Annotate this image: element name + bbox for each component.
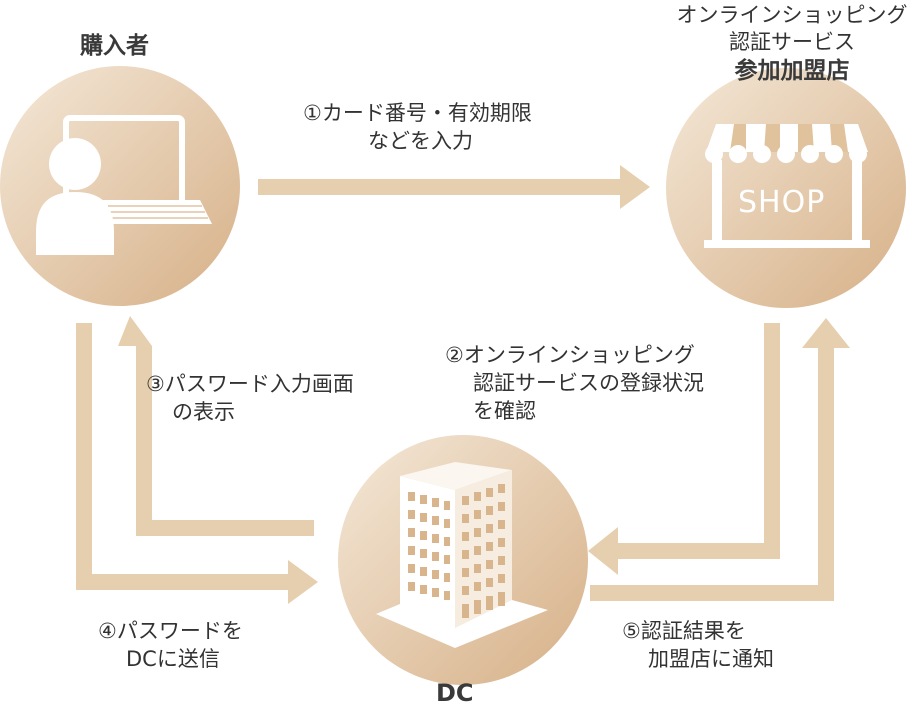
arrow-step3 — [118, 316, 314, 536]
arrow-step1 — [258, 165, 650, 209]
step1-line2: などを入力 — [368, 129, 473, 153]
building-icon — [376, 462, 548, 648]
buyer-node — [0, 66, 240, 306]
shop-sign-text: SHOP — [738, 185, 826, 220]
step5-line2: 加盟店に通知 — [648, 647, 774, 671]
arrow-step4 — [76, 323, 318, 604]
shop-title-line1: オンラインショッピング — [676, 3, 908, 27]
person-icon — [36, 138, 114, 255]
buyer-title: 購入者 — [80, 33, 149, 59]
dc-node — [338, 435, 588, 685]
step2-line1: ②オンラインショッピング — [445, 343, 695, 367]
shop-icon — [704, 124, 870, 248]
step4-line2: DCに送信 — [126, 647, 220, 671]
step3-line1: ③パスワード入力画面 — [146, 372, 354, 396]
shop-node — [666, 68, 906, 308]
step4-line1: ④パスワードを — [98, 619, 243, 643]
shop-title-line2: 認証サービス — [729, 30, 855, 54]
step2-line2: 認証サービスの登録状況 — [473, 371, 704, 395]
step2-line3: を確認 — [473, 399, 536, 423]
arrow-step5 — [590, 318, 850, 601]
step5-line1: ⑤認証結果を — [622, 619, 746, 643]
shop-title-line3: 参加加盟店 — [734, 58, 850, 84]
arrow-step2 — [588, 323, 780, 575]
step3-line2: の表示 — [172, 400, 235, 424]
dc-title: DC — [436, 679, 474, 707]
step1-line1: ①カード番号・有効期限 — [303, 101, 532, 125]
